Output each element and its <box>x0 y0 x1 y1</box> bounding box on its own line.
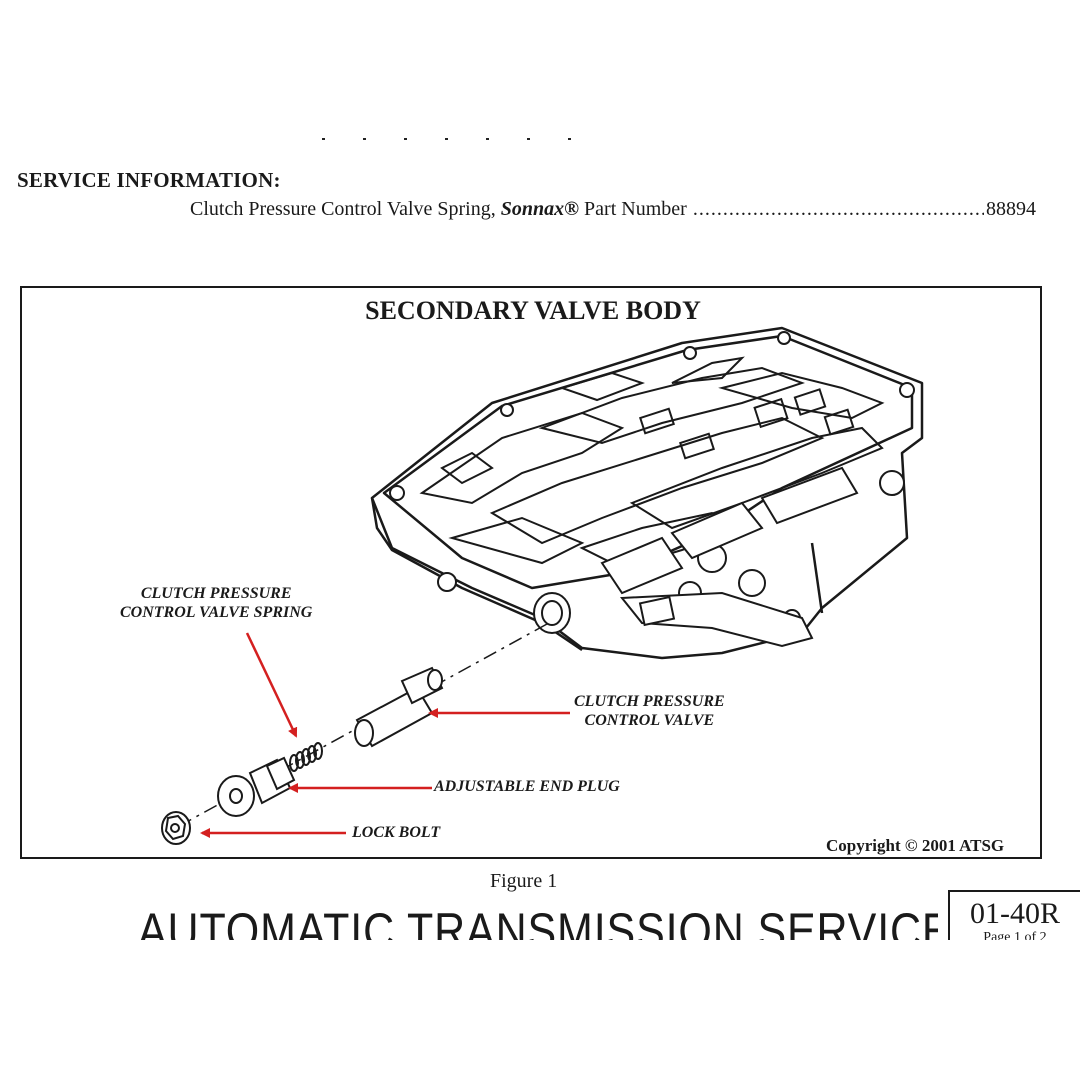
cable-bracket <box>619 591 814 648</box>
spring-callout-arrow <box>245 632 298 738</box>
bulletin-number: 01-40R <box>970 897 1060 930</box>
spring-callout-line2: CONTROL VALVE SPRING <box>120 604 313 621</box>
copyright-notice: Copyright © 2001 ATSG <box>826 836 1005 855</box>
lock-bolt-callout-label: LOCK BOLT <box>352 824 441 841</box>
valve-callout-label: CLUTCH PRESSURE CONTROL VALVE <box>574 692 725 730</box>
bulletin-number-box: 01-40R Page 1 of 2 <box>948 890 1080 940</box>
service-item-suffix: Part Number <box>584 198 687 220</box>
service-part-line: Clutch Pressure Control Valve Spring, So… <box>190 198 1036 221</box>
lock-bolt-part <box>161 811 191 845</box>
spring-callout-label: CLUTCH PRESSURE CONTROL VALVE SPRING <box>120 584 312 622</box>
cutoff-text-line <box>322 128 632 140</box>
valve-body-illustration <box>161 326 924 845</box>
figure-caption: Figure 1 <box>490 870 558 892</box>
bulletin-page: Page 1 of 2 <box>983 930 1047 941</box>
adjustable-end-plug-part <box>217 756 296 817</box>
valve-callout-line1: CLUTCH PRESSURE <box>574 693 725 710</box>
footer-banner-text: AUTOMATIC TRANSMISSION SERVICE GROUP <box>138 903 938 940</box>
valve-callout-line2: CONTROL VALVE <box>584 712 715 729</box>
figure-title: SECONDARY VALVE BODY <box>365 296 701 325</box>
dot-leader: ........................................… <box>692 198 984 220</box>
clutch-pressure-control-valve-part <box>354 666 444 748</box>
service-information-heading: SERVICE INFORMATION: <box>17 168 281 192</box>
part-number: 88894 <box>986 198 1036 220</box>
footer-banner: AUTOMATIC TRANSMISSION SERVICE GROUP <box>138 902 938 940</box>
brand-name: Sonnax® <box>500 198 580 220</box>
valve-bores <box>533 466 859 634</box>
clutch-pressure-control-valve-spring-part <box>289 742 323 772</box>
service-item-text: Clutch Pressure Control Valve Spring, <box>190 198 496 220</box>
end-plug-callout-label: ADJUSTABLE END PLUG <box>434 778 620 795</box>
figure-frame: SECONDARY VALVE BODY <box>20 286 1042 859</box>
spring-callout-line1: CLUTCH PRESSURE <box>140 585 292 602</box>
callout-arrows <box>200 632 570 838</box>
